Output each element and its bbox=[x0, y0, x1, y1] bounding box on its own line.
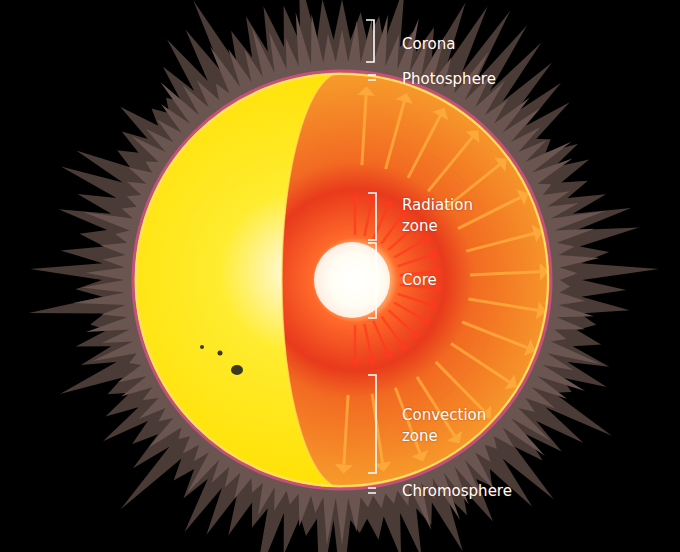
part-label: Radiation zone bbox=[402, 195, 492, 237]
energy-arrow-head bbox=[396, 93, 413, 104]
part-label: Core bbox=[402, 270, 552, 291]
energy-arrow-head bbox=[409, 328, 420, 339]
part-label: Convection zone bbox=[402, 405, 492, 447]
brackets bbox=[366, 20, 376, 493]
chromosphere-rim bbox=[133, 71, 551, 489]
energy-arrow-shaft bbox=[364, 202, 371, 236]
photosphere-edge bbox=[136, 74, 548, 486]
corona-layer bbox=[73, 13, 606, 546]
energy-arrow-shaft bbox=[373, 321, 387, 353]
energy-arrow-shaft bbox=[462, 322, 527, 348]
energy-arrow-shaft bbox=[344, 395, 348, 465]
part-label: Corona bbox=[402, 34, 552, 55]
energy-arrow-head bbox=[447, 431, 462, 443]
energy-arrow-shaft bbox=[451, 343, 509, 382]
energy-arrow-head bbox=[421, 314, 431, 327]
energy-arrow-head bbox=[348, 193, 363, 201]
sunspots bbox=[200, 345, 243, 375]
energy-arrow-shaft bbox=[354, 325, 357, 360]
energy-arrow-head bbox=[516, 189, 528, 205]
energy-arrow-shaft bbox=[398, 255, 431, 266]
energy-arrow-shaft bbox=[398, 294, 431, 305]
energy-arrow-head bbox=[494, 158, 507, 172]
energy-arrow-shaft bbox=[386, 102, 405, 169]
energy-arrow-shaft bbox=[394, 240, 424, 258]
corona-layer bbox=[29, 0, 659, 552]
energy-arrow-shaft bbox=[428, 137, 472, 191]
energy-arrow-shaft bbox=[408, 116, 440, 178]
energy-arrow-shaft bbox=[470, 272, 540, 275]
energy-arrow-head bbox=[364, 357, 379, 366]
energy-arrow-head bbox=[381, 350, 395, 360]
energy-arrow-head bbox=[504, 374, 517, 389]
energy-arrow-shaft bbox=[468, 299, 537, 310]
energy-arrow-head bbox=[396, 340, 408, 351]
energy-arrow-shaft bbox=[362, 95, 366, 165]
corona-spikes bbox=[29, 0, 659, 552]
part-label: Photosphere bbox=[402, 69, 552, 90]
energy-arrow-head bbox=[421, 234, 431, 247]
energy-arrow-shaft bbox=[382, 316, 403, 344]
energy-arrow-shaft bbox=[394, 303, 424, 321]
energy-arrow-head bbox=[348, 360, 363, 368]
sun-interior bbox=[100, 60, 560, 500]
part-label: Chromosphere bbox=[402, 481, 552, 502]
energy-arrow-head bbox=[429, 298, 438, 312]
energy-arrow-head bbox=[335, 464, 353, 474]
energy-arrow-shaft bbox=[364, 324, 371, 358]
energy-arrow-head bbox=[357, 86, 375, 96]
energy-arrow-shaft bbox=[354, 200, 357, 235]
cut-edge bbox=[282, 72, 342, 488]
energy-arrow-head bbox=[429, 248, 438, 262]
energy-arrow-head bbox=[432, 108, 448, 120]
energy-arrow-head bbox=[412, 450, 429, 462]
energy-arrow-head bbox=[466, 130, 480, 143]
energy-arrow-head bbox=[381, 200, 395, 210]
energy-arrow-shaft bbox=[372, 394, 382, 463]
energy-arrow-shaft bbox=[466, 234, 534, 252]
energy-arrow-shaft bbox=[436, 362, 485, 412]
